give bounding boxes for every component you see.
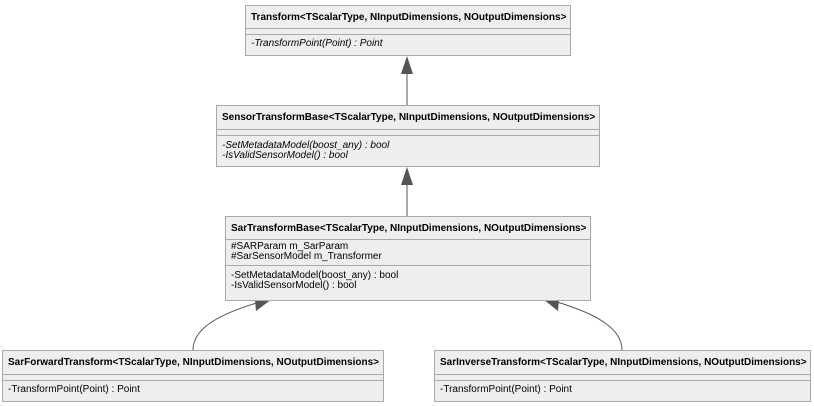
operation: -TransformPoint(Point) : Point (8, 384, 140, 395)
operation: -SetMetadataModel(boost_any) : bool (222, 140, 390, 151)
arrowhead-transform (401, 56, 413, 74)
operation: -IsValidSensorModel() : bool (222, 150, 348, 161)
edge-forward-to-sar (192, 301, 261, 351)
attributes-section (217, 129, 599, 135)
class-name: Transform<TScalarType, NInputDimensions,… (251, 11, 567, 23)
class-sar-inverse-transform[interactable]: SarInverseTransform<TScalarType, NInputD… (434, 350, 811, 402)
class-name: SarForwardTransform<TScalarType, NInputD… (8, 357, 379, 368)
operation: -IsValidSensorModel() : bool (231, 280, 357, 291)
class-sensor-transform-base[interactable]: SensorTransformBase<TScalarType, NInputD… (216, 105, 600, 167)
operations-section: -TransformPoint(Point) : Point (246, 34, 570, 49)
edge-inverse-to-sar (556, 301, 623, 351)
attributes-section (246, 28, 570, 34)
operations-section: -SetMetadataModel(boost_any) : bool -IsV… (226, 265, 590, 291)
class-name: SarInverseTransform<TScalarType, NInputD… (440, 357, 807, 368)
attribute: #SARParam m_SarParam (231, 241, 349, 252)
arrowhead-sensor (401, 167, 413, 185)
attributes-section (435, 374, 810, 380)
attribute: #SarSensorModel m_Transformer (231, 251, 382, 262)
class-sar-forward-transform[interactable]: SarForwardTransform<TScalarType, NInputD… (2, 350, 384, 402)
operation: -SetMetadataModel(boost_any) : bool (231, 270, 399, 281)
operation: -TransformPoint(Point) : Point (440, 384, 572, 395)
operations-section: -TransformPoint(Point) : Point (3, 380, 383, 395)
attributes-section (3, 374, 383, 380)
class-transform[interactable]: Transform<TScalarType, NInputDimensions,… (245, 5, 571, 56)
arrowhead-sar-right (543, 299, 559, 311)
operations-section: -SetMetadataModel(boost_any) : bool -IsV… (217, 135, 599, 161)
attributes-section: #SARParam m_SarParam #SarSensorModel m_T… (226, 239, 590, 265)
class-sar-transform-base[interactable]: SarTransformBase<TScalarType, NInputDime… (225, 216, 591, 301)
class-name: SarTransformBase<TScalarType, NInputDime… (231, 222, 587, 234)
arrowhead-sar-left (255, 299, 272, 311)
class-name: SensorTransformBase<TScalarType, NInputD… (222, 112, 596, 123)
operations-section: -TransformPoint(Point) : Point (435, 380, 810, 395)
operation: -TransformPoint(Point) : Point (251, 38, 383, 49)
